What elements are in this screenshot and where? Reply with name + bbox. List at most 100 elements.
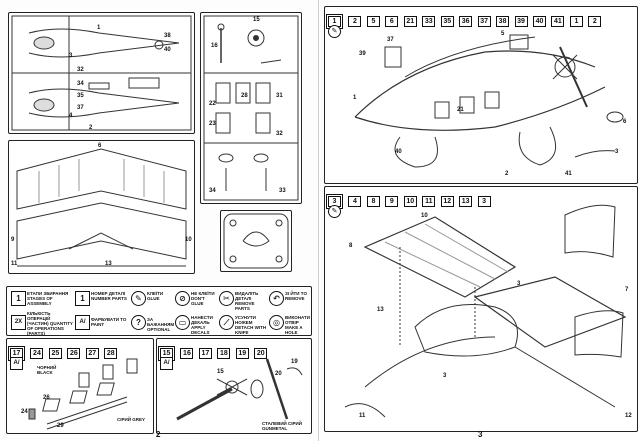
callout: 40	[395, 149, 402, 155]
part-number: 41	[551, 16, 565, 27]
part-number: 40	[532, 16, 546, 27]
callout: 29	[57, 423, 64, 429]
quantity-icon: 2X	[11, 315, 26, 330]
step-panel-engine: 15 16 17 18 19 20 A/ СТАЛЕВИЙ СІРИЙ GUNM…	[156, 338, 312, 434]
part-number: 38	[496, 16, 510, 27]
callout: 37	[387, 37, 394, 43]
callout: 2	[505, 171, 509, 177]
callout: 3	[615, 149, 619, 155]
step-panel-seats: 17 24 25 26 27 28 A/ ЧОРНИЙ BLACK СІРИЙ …	[6, 338, 154, 434]
part-number: 3	[477, 196, 491, 207]
sprue-frame-clear-parts	[220, 210, 292, 272]
wing-sprue-drawing	[16, 148, 187, 267]
part-number: 24	[30, 348, 44, 359]
callout: 37	[77, 105, 84, 111]
part-number: 13	[459, 196, 473, 207]
part-number-icon: 1	[75, 291, 90, 306]
legend-optional: ЗА БАЖАННЯМ OPTIONAL	[147, 317, 175, 332]
instruction-page-right: 1 2 5 6 21 33 35 36 37 38 39 40 41 1 2 ✎	[320, 0, 640, 441]
callout: 33	[279, 188, 286, 194]
callout: 16	[211, 43, 218, 49]
part-number: 36	[459, 16, 473, 27]
part-number: 2	[588, 16, 602, 27]
callout: 6	[98, 143, 102, 149]
callout: 15	[217, 369, 224, 375]
part-number: 20	[254, 348, 268, 359]
part-number: 25	[48, 348, 62, 359]
part-number: 39	[514, 16, 528, 27]
callout: 12	[625, 413, 632, 419]
paint-icon: A/	[160, 357, 173, 370]
callout: 26	[43, 395, 50, 401]
sprue-frame-wings: 6 9 10 11 13	[8, 140, 195, 274]
callout: 24	[21, 409, 28, 415]
paint-icon: A/	[10, 357, 23, 370]
callout: 5	[501, 31, 505, 37]
part-number: 2	[348, 16, 362, 27]
callout: 32	[77, 67, 84, 73]
part-number: 35	[440, 16, 454, 27]
legend-knife: УСУНУТИ НОЖЕМ DETACH WITH KNIFE	[235, 315, 267, 335]
seats-drawing	[28, 358, 138, 430]
no-glue-icon: ⊘	[175, 291, 190, 306]
paint-note-black: ЧОРНИЙ BLACK	[37, 365, 57, 375]
paint-note-grey: СІРИЙ GREY	[117, 417, 145, 422]
legend-stages: ЕТАПИ ЗБИРАННЯ STAGES OF ASSEMBLY	[27, 291, 69, 306]
decals-icon: ▭	[175, 315, 190, 330]
step-part-list: 17 24 25 26 27 28	[8, 342, 118, 361]
part-number: 9	[385, 196, 399, 207]
optional-icon: ?	[131, 315, 146, 330]
wing-assembly-drawing	[344, 204, 627, 418]
part-number: 18	[217, 348, 231, 359]
part-number: 21	[403, 16, 417, 27]
part-number: 37	[477, 16, 491, 27]
hole-icon: ◎	[269, 315, 284, 330]
callout: 20	[275, 371, 282, 377]
callout: 35	[77, 93, 84, 99]
glue-icon: ✎	[328, 25, 341, 38]
callout: 13	[105, 261, 112, 267]
legend-decals: НАНЕСТИ ДЕКАЛЬ APPLY DECALS	[191, 315, 213, 335]
callout: 19	[291, 359, 298, 365]
paint-icon: A/	[75, 315, 90, 330]
fuselage-sprue-drawing	[11, 15, 192, 131]
part-number: 11	[422, 196, 436, 207]
part-number: 5	[366, 16, 380, 27]
callout: 1	[353, 95, 357, 101]
part-number: 12	[440, 196, 454, 207]
part-number: 6	[385, 16, 399, 27]
callout: 40	[164, 47, 171, 53]
glue-icon: ✎	[328, 205, 341, 218]
step-part-list: 3 4 8 9 10 11 12 13 3	[326, 190, 492, 209]
part-number: 28	[104, 348, 118, 359]
glue-icon: ✎	[131, 291, 146, 306]
callout: 8	[349, 243, 353, 249]
callout: 10	[185, 237, 192, 243]
step-panel-fuselage: 1 2 5 6 21 33 35 36 37 38 39 40 41 1 2 ✎	[324, 6, 638, 184]
callout: 21	[457, 107, 464, 113]
legend-part-number: НОМЕР ДЕТАЛІ NUMBER PARTS	[91, 291, 127, 301]
callout: 28	[241, 93, 248, 99]
step-panel-wings: 3 4 8 9 10 11 12 13 3 ✎ 3 10 8	[324, 186, 638, 432]
part-number: 26	[67, 348, 81, 359]
sprue-frame-small-parts: 15 16 22 23 28 31 32 34 33	[200, 12, 302, 204]
small-parts-sprue-drawing	[203, 15, 299, 201]
part-number: 1	[569, 16, 583, 27]
stages-icon: 1	[11, 291, 26, 306]
part-number: 17	[198, 348, 212, 359]
callout: 2	[89, 125, 93, 131]
clear-sprue-drawing	[223, 213, 289, 269]
callout: 3	[517, 281, 521, 287]
callout: 9	[11, 237, 15, 243]
callout: 10	[421, 213, 428, 219]
callout: 34	[209, 188, 216, 194]
part-number: 8	[366, 196, 380, 207]
callout: 38	[164, 33, 171, 39]
part-number: 27	[85, 348, 99, 359]
page-number: 3	[478, 430, 483, 439]
engine-drawing	[176, 358, 303, 421]
legend-glue: КЛЕЇТИ GLUE	[147, 291, 164, 301]
knife-icon: ⟋	[219, 315, 234, 330]
callout: 22	[209, 101, 216, 107]
legend-paint: ФАРБУВАТИ TO PAINT	[91, 317, 127, 327]
